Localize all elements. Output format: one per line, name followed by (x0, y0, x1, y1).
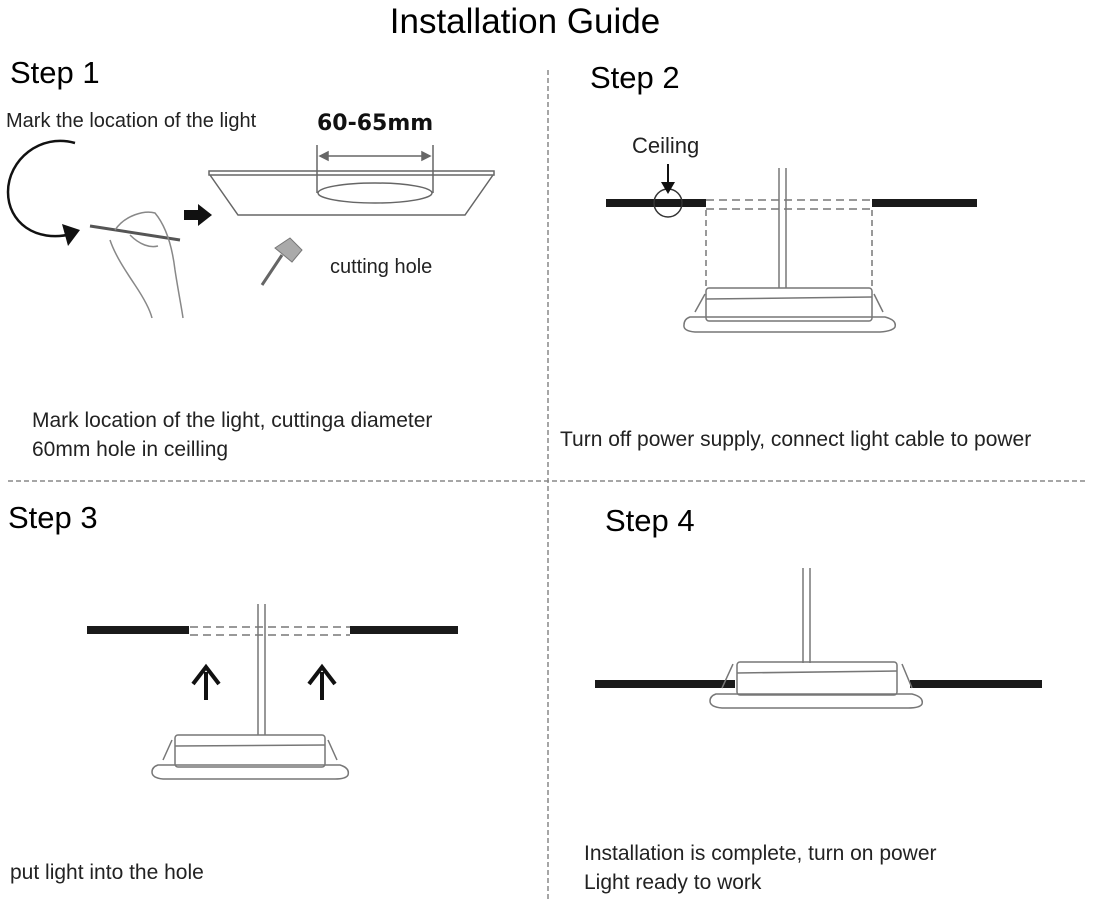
step2-light-fixture (683, 287, 897, 333)
step1-right-arrow-icon (184, 204, 212, 226)
step1-hand-pencil-icon (89, 211, 184, 319)
step1-rotate-arrow-icon (6, 139, 80, 246)
step2-label: Step 2 (590, 60, 680, 95)
step2-caption-line-1: Turn off power supply, connect light cab… (560, 428, 1032, 451)
step1-cutter-tool-icon (260, 237, 303, 286)
step1-caption-line-1: Mark location of the light, cuttinga dia… (32, 409, 433, 432)
step2-ceiling-annotation: Ceiling (632, 133, 700, 158)
step4-caption-line-2: Light ready to work (584, 871, 762, 894)
step1-caption: Mark location of the light, cuttinga dia… (32, 406, 432, 464)
step3-caption: put light into the hole (10, 858, 204, 887)
step1-cutting-annotation: cutting hole (330, 256, 433, 278)
step1-ceiling-panel (208, 145, 495, 216)
step3-up-arrow-left-icon (191, 663, 221, 700)
step3-caption-line-1: put light into the hole (10, 861, 204, 884)
step4-label: Step 4 (605, 503, 695, 538)
page-title: Installation Guide (389, 2, 661, 41)
step2-caption: Turn off power supply, connect light cab… (560, 425, 1031, 454)
step1-mark-annotation: Mark the location of the light (6, 110, 257, 132)
step3-illustration (87, 604, 458, 780)
step3-light-fixture (151, 734, 350, 780)
step4-caption-line-1: Installation is complete, turn on power (584, 842, 937, 865)
step2-illustration (606, 164, 977, 333)
step4-light-fixture (709, 661, 924, 709)
step1-label: Step 1 (10, 55, 100, 90)
step3-label: Step 3 (8, 500, 98, 535)
step1-caption-line-2: 60mm hole in ceilling (32, 438, 229, 461)
step4-illustration (595, 568, 1042, 709)
step4-caption: Installation is complete, turn on power … (584, 839, 937, 897)
step3-up-arrow-right-icon (307, 663, 337, 700)
step1-dimension-label: 60-65mm (317, 111, 434, 136)
